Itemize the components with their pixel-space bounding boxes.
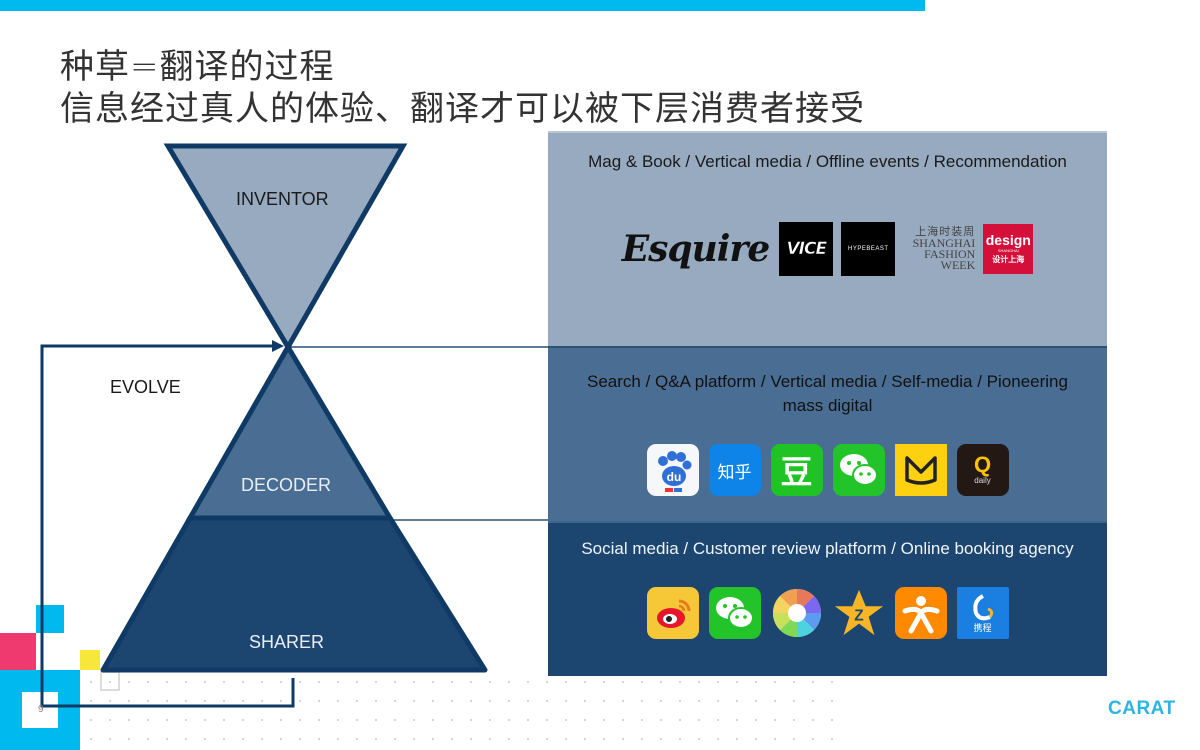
design-shanghai-logo: design SHANGHAI 设计上海 (983, 224, 1034, 274)
title-line-2: 信息经过真人的体验、翻译才可以被下层消费者接受 (60, 89, 865, 129)
panel-decoder-channels: Search / Q&A platform / Vertical media /… (548, 346, 1107, 521)
evolve-loop-arrow (40, 344, 295, 708)
sharer-trapezoid (100, 515, 488, 673)
svg-text:Z: Z (854, 608, 863, 625)
esquire-logo: Esquire (621, 228, 771, 270)
title-line-1: 种草=翻译的过程 (60, 47, 335, 87)
arrowhead-icon (272, 340, 284, 352)
douban-icon: 豆 (770, 444, 823, 496)
panel-inventor-channels: Mag & Book / Vertical media / Offline ev… (548, 131, 1107, 346)
carat-logo: CARAT (1108, 698, 1176, 719)
shanghai-fashion-week-logo: 上海时装周 SHANGHAI FASHION WEEK (912, 226, 976, 272)
panel-caption: Search / Q&A platform / Vertical media /… (587, 372, 1068, 415)
weibo-icon (646, 587, 699, 639)
vice-logo: VICE (779, 222, 834, 276)
logo-row: Z 携程 (548, 587, 1107, 639)
ctrip-icon: 携程 (956, 587, 1009, 639)
corner-block-pink (0, 633, 36, 671)
logo-row: du 知乎 豆 Q daily (548, 444, 1107, 496)
dianping-icon (894, 587, 947, 639)
dot-grid (90, 681, 833, 740)
panel-caption: Mag & Book / Vertical media / Offline ev… (588, 152, 1067, 171)
panel-caption: Social media / Customer review platform … (581, 539, 1074, 558)
inventor-label: INVENTOR (236, 189, 329, 209)
corner-block-yellow (80, 650, 100, 670)
mafengwo-icon (894, 444, 947, 496)
decoder-label: DECODER (241, 475, 332, 495)
svg-text:du: du (666, 470, 681, 484)
camera360-icon (771, 587, 823, 639)
wechat-icon (832, 444, 885, 496)
corner-block-white-hole (22, 692, 58, 728)
sharer-label: SHARER (249, 632, 325, 652)
qdaily-icon: Q daily (956, 444, 1009, 496)
corner-block-cyan-small (36, 605, 64, 633)
logo-row: Esquire VICE HYPEBEAST 上海时装周 SHANGHAI FA… (548, 222, 1107, 276)
page-title: 种草=翻译的过程 信息经过真人的体验、翻译才可以被下层消费者接受 (60, 46, 865, 130)
evolve-label: EVOLVE (110, 377, 181, 397)
qzone-icon: Z (833, 587, 885, 639)
baidu-icon: du (646, 444, 699, 496)
page-number: 9 (38, 704, 44, 715)
top-accent-bar (0, 0, 925, 11)
wechat-icon (708, 587, 761, 639)
hypebeast-logo: HYPEBEAST (841, 222, 896, 276)
zhihu-icon: 知乎 (708, 444, 761, 496)
inventor-triangle (163, 143, 408, 352)
panel-sharer-channels: Social media / Customer review platform … (548, 521, 1107, 676)
